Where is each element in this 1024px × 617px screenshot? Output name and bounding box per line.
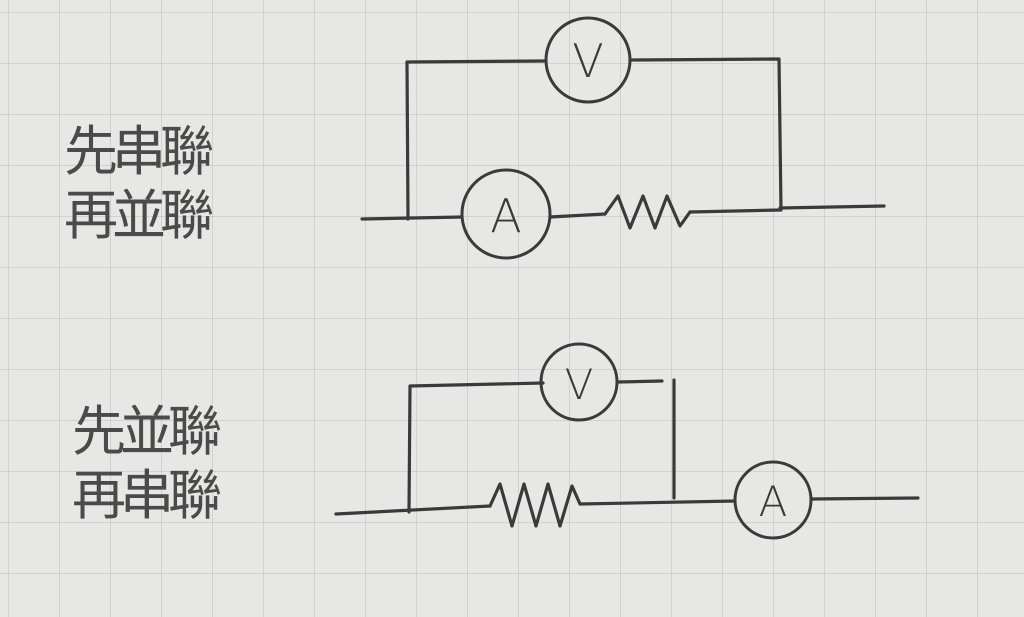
- bottom-ammeter-icon: A: [733, 460, 813, 540]
- bottom-voltmeter-icon: V: [539, 342, 619, 422]
- bottom-label-line-2: 再串聯: [72, 464, 222, 527]
- bottom-circuit: V A: [334, 342, 920, 540]
- top-resistor-icon: [603, 194, 692, 230]
- top-label-line-2: 再並聯: [64, 184, 214, 247]
- bottom-left-branch-wire: [407, 381, 545, 514]
- top-circuit: V A: [360, 16, 886, 260]
- bottom-main-wire-mid: [578, 499, 737, 506]
- top-label-line-1: 先串聯: [64, 120, 214, 183]
- top-main-wire-left: [360, 215, 464, 221]
- bottom-circuit-label: 先並聯 再串聯: [72, 400, 222, 528]
- top-right-branch-wire: [628, 57, 783, 212]
- bottom-voltmeter-label: V: [565, 360, 594, 409]
- bottom-label-line-1: 先並聯: [72, 400, 222, 463]
- top-left-branch-wire: [405, 59, 547, 221]
- top-main-wire-mid: [548, 212, 607, 219]
- bottom-resistor-icon: [488, 482, 582, 528]
- top-ammeter-label: A: [490, 189, 521, 243]
- bottom-right-branch-wire: [616, 379, 664, 384]
- top-ammeter-icon: A: [460, 168, 552, 260]
- top-circuit-label: 先串聯 再並聯: [64, 120, 214, 248]
- top-voltmeter-icon: V: [544, 16, 632, 104]
- bottom-ammeter-label: A: [759, 477, 788, 526]
- bottom-output-wire: [809, 496, 920, 501]
- top-output-wire: [778, 204, 886, 210]
- top-main-wire-right: [688, 208, 782, 214]
- bottom-main-wire-left: [334, 504, 492, 516]
- top-voltmeter-label: V: [572, 34, 603, 88]
